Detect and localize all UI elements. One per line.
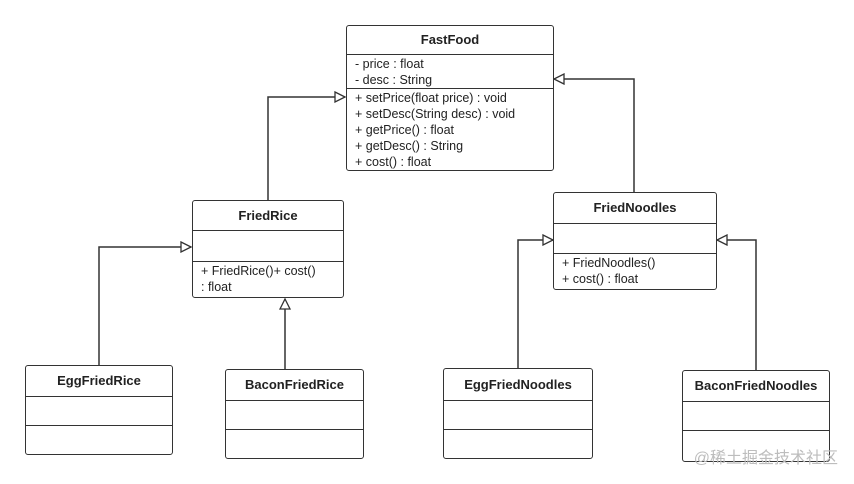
method: + setPrice(float price) : void	[355, 91, 507, 105]
class-baconfriedrice-attributes	[226, 400, 363, 429]
eggfriedrice-to-friedrice-arrow	[98, 247, 191, 365]
friedrice-to-fastfood-arrow	[267, 97, 345, 200]
class-friednoodles-attributes	[554, 223, 716, 253]
class-eggfriedrice[interactable]: EggFriedRice	[25, 365, 173, 455]
class-baconfriednoodles[interactable]: BaconFriedNoodles	[682, 370, 830, 462]
class-friedrice-name: FriedRice	[238, 208, 298, 223]
method: + FriedNoodles()	[562, 256, 656, 270]
class-baconfriedrice-methods	[226, 429, 363, 458]
class-eggfriednoodles[interactable]: EggFriedNoodles	[443, 368, 593, 459]
class-fastfood-methods: + setPrice(float price) : void + setDesc…	[347, 88, 553, 172]
friednoodles-to-fastfood-arrow	[554, 79, 635, 192]
watermark: @稀土掘金技术社区	[693, 450, 838, 467]
class-baconfriednoodles-attributes	[683, 401, 829, 430]
class-eggfriedrice-attributes	[26, 396, 172, 425]
class-baconfriednoodles-methods	[683, 430, 829, 461]
class-baconfriedrice[interactable]: BaconFriedRice	[225, 369, 364, 459]
attribute: - price : float	[355, 57, 424, 71]
class-fastfood[interactable]: FastFood - price : float - desc : String…	[346, 25, 554, 171]
class-friedrice[interactable]: FriedRice + FriedRice()+ cost() : float	[192, 200, 344, 298]
class-baconfriedrice-name: BaconFriedRice	[245, 377, 344, 392]
attribute: - desc : String	[355, 73, 433, 87]
class-friednoodles-methods: + FriedNoodles() + cost() : float	[554, 253, 716, 289]
class-friedrice-attributes	[193, 230, 343, 261]
method: + setDesc(String desc) : void	[355, 107, 516, 121]
class-friedrice-methods: + FriedRice()+ cost() : float	[193, 261, 343, 297]
method: + getDesc() : String	[355, 139, 464, 153]
baconfriednoodles-to-friednoodles-arrow	[717, 240, 757, 370]
class-eggfriedrice-methods	[26, 425, 172, 454]
method: + cost() : float	[562, 272, 639, 286]
method: + cost() : float	[355, 155, 432, 169]
class-fastfood-name: FastFood	[420, 32, 480, 47]
class-eggfriednoodles-attributes	[444, 400, 592, 429]
class-baconfriednoodles-name: BaconFriedNoodles	[694, 378, 818, 393]
method: : float	[201, 280, 232, 294]
eggfriednoodles-to-friednoodles-arrow	[517, 240, 553, 368]
method: + FriedRice()+ cost()	[201, 264, 316, 278]
class-eggfriednoodles-name: EggFriedNoodles	[464, 377, 572, 392]
method: + getPrice() : float	[355, 123, 454, 137]
class-friednoodles[interactable]: FriedNoodles + FriedNoodles() + cost() :…	[553, 192, 717, 290]
class-fastfood-attributes: - price : float - desc : String	[347, 54, 553, 88]
class-eggfriednoodles-methods	[444, 429, 592, 458]
class-eggfriedrice-name: EggFriedRice	[57, 373, 141, 388]
class-friednoodles-name: FriedNoodles	[593, 200, 677, 215]
